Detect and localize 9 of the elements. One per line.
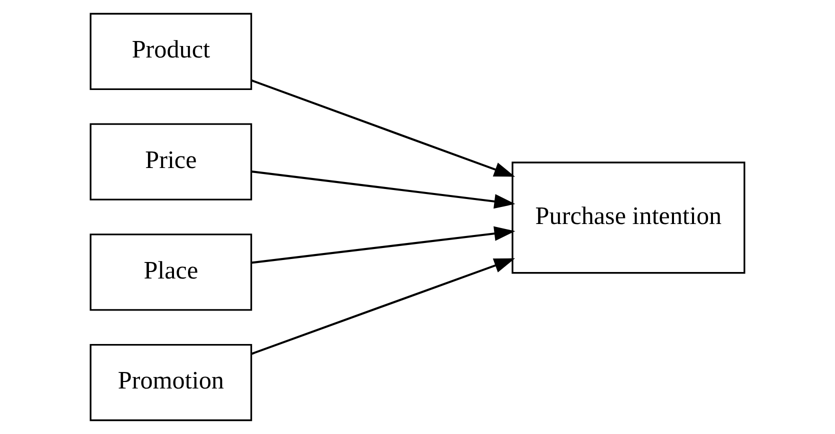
- arrow: [251, 226, 516, 264]
- node-box: Price: [90, 123, 252, 200]
- arrow: [251, 170, 516, 209]
- node-box: Product: [90, 12, 252, 90]
- node-box: Promotion: [90, 344, 252, 422]
- arrow: [251, 79, 516, 177]
- node-box: Place: [90, 234, 252, 311]
- node-box: Purchase intention: [512, 162, 746, 274]
- arrow: [251, 258, 516, 355]
